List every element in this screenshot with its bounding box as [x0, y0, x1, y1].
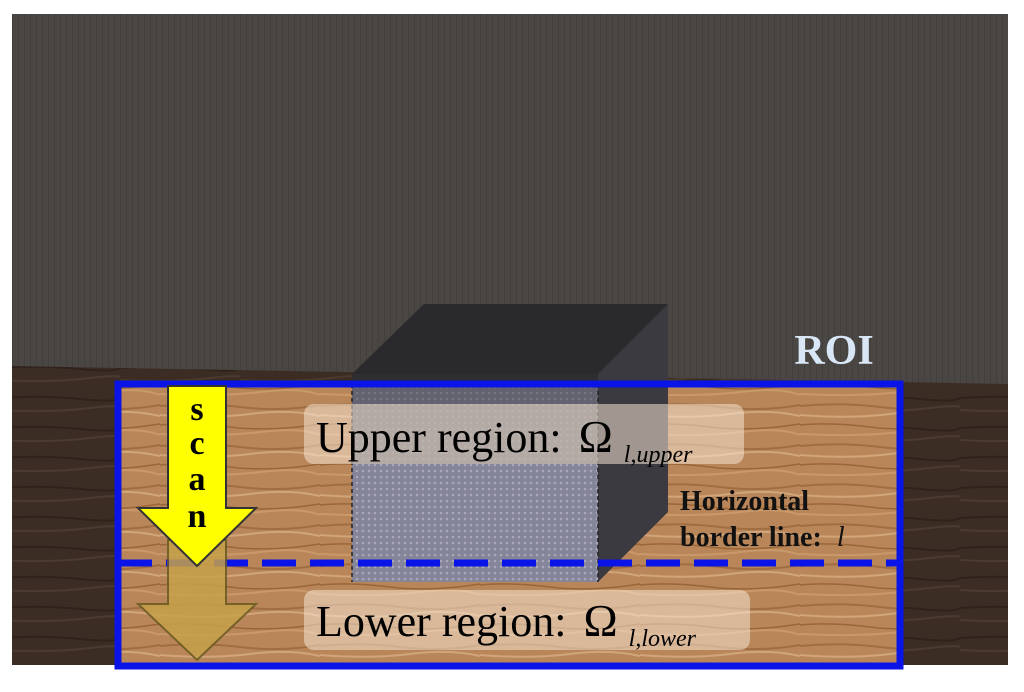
upper-label-bg: [304, 404, 744, 464]
lower-omega-symbol: Ω: [583, 595, 617, 646]
scan-letter-a: a: [189, 461, 206, 498]
lower-region-label: Lower region: Ω l,lower: [316, 595, 697, 652]
border-line-label-line1: Horizontal: [680, 486, 809, 517]
border-line-variable: l: [837, 522, 845, 553]
border-line-label-line2: border line: l: [680, 522, 845, 553]
scan-arrow: [135, 385, 259, 568]
scan-letter-n: n: [188, 498, 207, 535]
scan-letter-c: c: [189, 425, 204, 462]
scan-letter-s: s: [190, 391, 203, 428]
upper-region-text: Upper region:: [316, 413, 562, 462]
roi-label: ROI: [794, 328, 873, 374]
roi-box: [114, 380, 904, 670]
upper-subscript: l,upper: [624, 442, 693, 468]
upper-omega-symbol: Ω: [579, 411, 613, 462]
object-top-face: [352, 304, 668, 374]
upper-region-label: Upper region: Ω l,upper: [316, 411, 693, 468]
border-line-text: border line:: [680, 522, 822, 553]
lower-label-bg: [304, 590, 750, 650]
scan-arrow-faded: [135, 539, 259, 662]
lower-region-text: Lower region:: [316, 597, 566, 646]
lower-subscript: l,lower: [629, 626, 697, 652]
